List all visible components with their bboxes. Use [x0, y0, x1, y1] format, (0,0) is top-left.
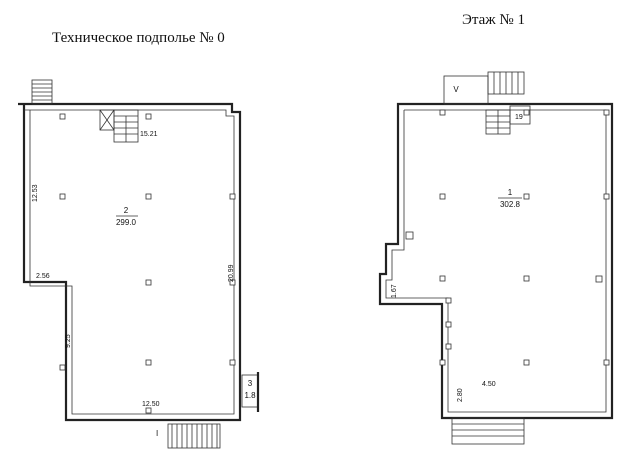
floor1-plan: V 19	[378, 71, 614, 445]
floor1-room-number: 1	[508, 188, 513, 197]
basement-dim-step-width: 2.56	[36, 273, 50, 280]
basement-columns	[59, 113, 236, 414]
basement-dim-left-lower: 9.25	[65, 334, 72, 348]
floor1-columns	[405, 109, 610, 366]
basement-room-area: 299.0	[116, 218, 137, 227]
basement-interior-stair	[99, 109, 139, 143]
basement-dim-top: 15.21	[140, 131, 158, 138]
basement-outer-wall	[18, 102, 242, 422]
basement-dim-left-upper: 12.53	[32, 184, 39, 202]
floor1-bottom-stair	[451, 417, 525, 445]
basement-small-room-area: 1.8	[244, 391, 256, 400]
basement-inner-wall-line	[24, 109, 235, 415]
floor1-vestibule-label: V	[453, 85, 459, 94]
basement-entrance-label: I	[156, 429, 158, 438]
floor1-interior-stair	[485, 105, 531, 135]
floor1-outer-wall	[378, 102, 614, 420]
floor1-room-area: 302.8	[500, 200, 521, 209]
basement-dim-bottom: 12.50	[142, 401, 160, 408]
floor1-small-room-area: 19	[515, 114, 523, 121]
basement-entry-stair	[31, 79, 53, 105]
floor1-vestibule	[443, 71, 525, 105]
basement-small-room-number: 3	[248, 379, 253, 388]
floor1-dim-lower-left: 2.80	[457, 388, 464, 402]
basement-bottom-stair	[167, 423, 221, 449]
basement-plan: 2 299.0 3 1.8 15.21 12.53 20.99 2.56 9.2…	[18, 79, 260, 449]
basement-room-number: 2	[124, 206, 129, 215]
basement-plan-title: Техническое подполье № 0	[52, 30, 225, 46]
basement-dim-right: 20.99	[228, 264, 235, 282]
floor1-plan-title: Этаж № 1	[462, 12, 525, 28]
floor1-dim-bottom: 4.50	[482, 381, 496, 388]
floor1-inner-wall-line	[385, 109, 607, 413]
floor1-dim-inner-wall: 1.67	[391, 284, 398, 298]
